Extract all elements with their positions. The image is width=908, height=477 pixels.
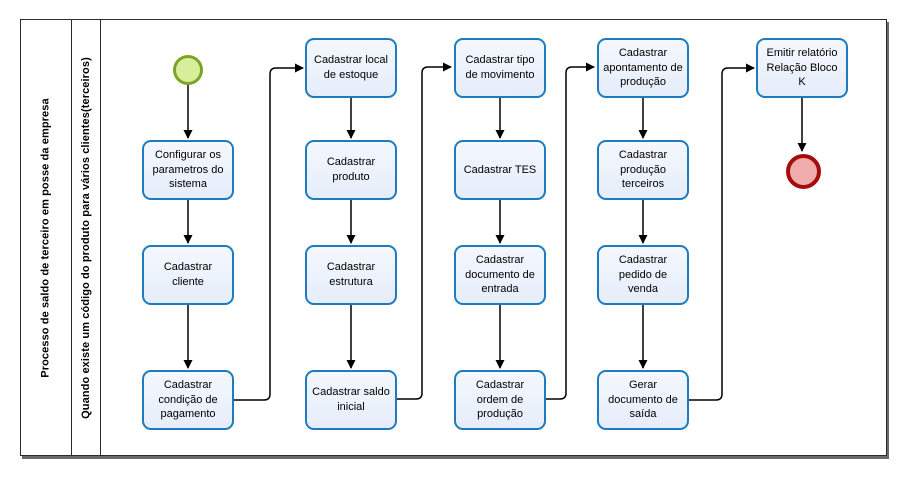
pool-header: Processo de saldo de terceiro em posse d… [21,20,72,455]
task-node: Cadastrar ordem de produção [454,370,546,430]
start-event [173,55,203,85]
task-node: Cadastrar tipo de movimento [454,38,546,98]
task-node: Cadastrar pedido de venda [597,245,689,305]
task-node: Gerar documento de saída [597,370,689,430]
lane-label: Quando existe um código do produto para … [79,56,92,419]
task-node: Cadastrar local de estoque [305,38,397,98]
task-node: Emitir relatório Relação Bloco K [756,38,848,98]
task-node: Configurar os parametros do sistema [142,140,234,200]
task-node: Cadastrar apontamento de produção [597,38,689,98]
task-node: Cadastrar TES [454,140,546,200]
task-node: Cadastrar condição de pagamento [142,370,234,430]
pool-label: Processo de saldo de terceiro em posse d… [40,97,53,378]
task-node: Cadastrar saldo inicial [305,370,397,430]
task-node: Cadastrar estrutura [305,245,397,305]
lane-header: Quando existe um código do produto para … [71,20,101,455]
end-event [786,154,821,189]
task-node: Cadastrar produto [305,140,397,200]
task-node: Cadastrar produção terceiros [597,140,689,200]
task-node: Cadastrar cliente [142,245,234,305]
task-node: Cadastrar documento de entrada [454,245,546,305]
